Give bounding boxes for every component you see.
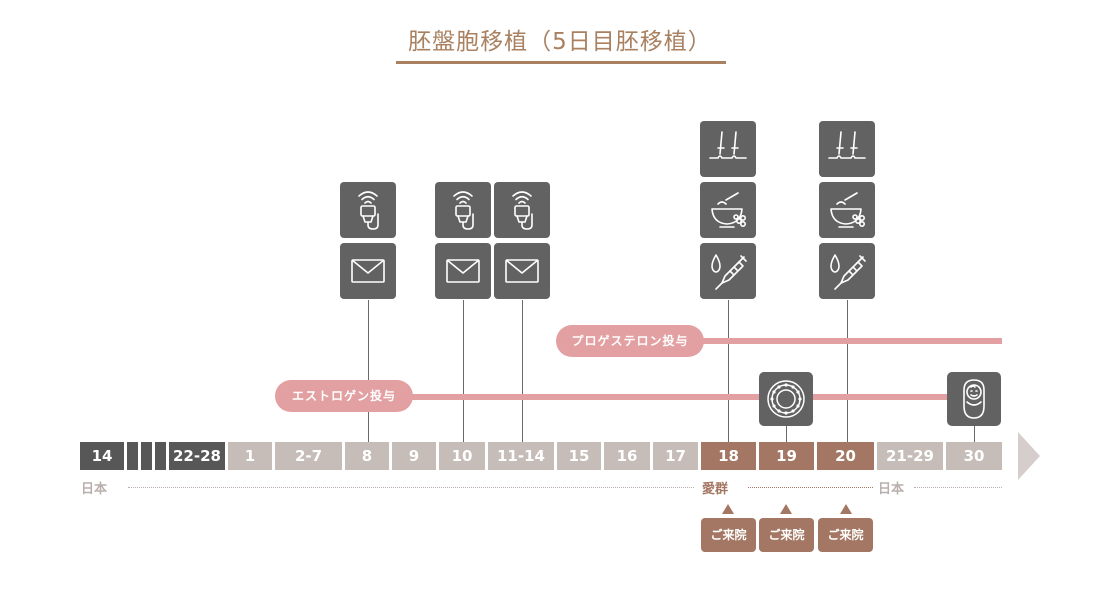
- connector-day-11-14: [522, 300, 523, 442]
- estrogen-pill: エストロゲン投与: [275, 380, 413, 412]
- day-cell: 22-28: [169, 442, 225, 470]
- envelope-icon: [494, 243, 550, 299]
- page-title: 胚盤胞移植（5日目胚移植）: [408, 29, 712, 55]
- day-cell: 11-14: [488, 442, 554, 470]
- ultrasound-icon: [340, 182, 396, 238]
- location-divider: [128, 487, 694, 488]
- day-cell: 18: [701, 442, 756, 470]
- day-cell: 20: [817, 442, 874, 470]
- day-cell: 19: [759, 442, 814, 470]
- day-cell: 16: [604, 442, 650, 470]
- location-divider: [914, 487, 1002, 488]
- acupuncture-needles-icon: [819, 121, 875, 177]
- visit-badge-day-18: ご来院: [701, 518, 756, 552]
- visit-badge-day-19: ご来院: [759, 518, 814, 552]
- day-cell: [155, 442, 166, 470]
- visit-badge-day-20: ご来院: [818, 518, 873, 552]
- title-underline: [396, 61, 726, 64]
- connector-day-10: [463, 300, 464, 442]
- estrogen-bar: [360, 394, 980, 400]
- day-cell: 9: [392, 442, 436, 470]
- day-cell: 8: [345, 442, 389, 470]
- day-cell: 2-7: [275, 442, 342, 470]
- acupuncture-needles-icon: [700, 121, 756, 177]
- day-cell: 10: [439, 442, 485, 470]
- connector-day-8: [368, 300, 369, 442]
- connector-day-18: [728, 300, 729, 442]
- ultrasound-icon: [494, 182, 550, 238]
- connector-day-20: [847, 300, 848, 442]
- mortar-herbs-icon: [819, 182, 875, 238]
- drop-syringe-icon: [819, 243, 875, 299]
- envelope-icon: [340, 243, 396, 299]
- progesterone-bar: [640, 338, 1002, 344]
- day-cell: 14: [80, 442, 124, 470]
- ultrasound-icon: [435, 182, 491, 238]
- envelope-icon: [435, 243, 491, 299]
- blastocyst-icon: [759, 372, 813, 426]
- day-cell: [127, 442, 138, 470]
- location-japan-end: 日本: [878, 482, 905, 497]
- visit-arrow-icon: [840, 504, 852, 514]
- baby-icon: [947, 372, 1001, 426]
- connector-day-30: [974, 426, 975, 442]
- day-cell: [141, 442, 152, 470]
- visit-arrow-icon: [780, 504, 792, 514]
- progesterone-pill: プロゲステロン投与: [556, 325, 704, 357]
- location-divider: [748, 487, 873, 488]
- location-japan-start: 日本: [81, 482, 108, 497]
- day-cell: 15: [557, 442, 601, 470]
- day-cell: 1: [228, 442, 272, 470]
- connector-day-19: [786, 426, 787, 442]
- location-aigun: 愛群: [702, 482, 729, 497]
- day-cell: 30: [946, 442, 1002, 470]
- timeline-arrow-icon: [1018, 432, 1040, 480]
- visit-arrow-icon: [722, 504, 734, 514]
- day-cell: 21-29: [877, 442, 943, 470]
- mortar-herbs-icon: [700, 182, 756, 238]
- drop-syringe-icon: [700, 243, 756, 299]
- day-cell: 17: [653, 442, 698, 470]
